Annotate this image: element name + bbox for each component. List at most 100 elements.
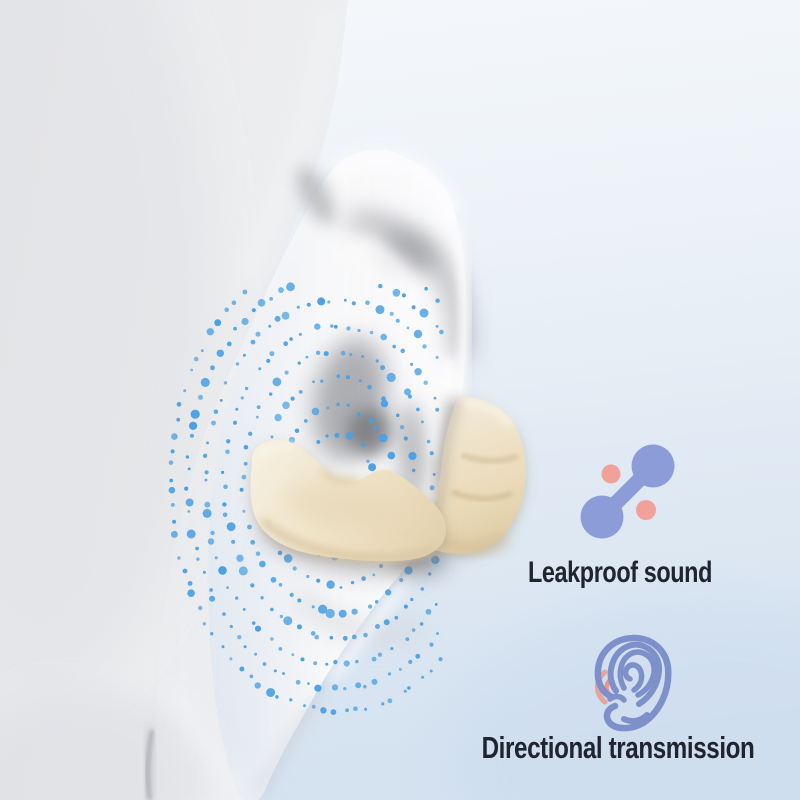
ripple-dot bbox=[289, 337, 293, 341]
ripple-dot bbox=[298, 390, 303, 394]
ripple-dot bbox=[283, 554, 293, 563]
ripple-dot bbox=[357, 328, 361, 333]
ripple-dot bbox=[317, 297, 326, 306]
ripple-dot bbox=[202, 570, 206, 574]
ripple-dot bbox=[311, 605, 315, 609]
ripple-dot bbox=[330, 709, 337, 715]
ripple-dot bbox=[274, 315, 281, 322]
ripple-dot bbox=[195, 546, 200, 551]
ripple-dot bbox=[343, 298, 347, 302]
ripple-dot bbox=[239, 487, 244, 492]
ripple-dot bbox=[254, 625, 262, 632]
ripple-dot bbox=[240, 396, 244, 400]
ripple-dot bbox=[187, 589, 195, 597]
ripple-dot bbox=[403, 689, 407, 693]
ripple-dot bbox=[214, 319, 222, 327]
ripple-dot bbox=[262, 662, 267, 666]
ripple-dot bbox=[204, 470, 209, 475]
ripple-dot bbox=[351, 301, 356, 306]
ripple-dot bbox=[439, 329, 444, 335]
ripple-dot bbox=[410, 362, 414, 366]
ripple-dot bbox=[204, 478, 208, 482]
ripple-dot bbox=[305, 355, 309, 359]
ripple-dot bbox=[404, 388, 411, 396]
ripple-dot bbox=[390, 647, 394, 651]
ripple-dot bbox=[297, 624, 302, 630]
ripple-dot bbox=[254, 682, 261, 689]
ripple-dot bbox=[279, 614, 284, 619]
ripple-dot bbox=[238, 566, 248, 576]
ripple-dot bbox=[368, 604, 373, 609]
ripple-dot bbox=[363, 685, 367, 689]
ripple-dot bbox=[387, 698, 393, 704]
ripple-dot bbox=[381, 396, 386, 402]
ripple-dot bbox=[327, 300, 331, 304]
ripple-dot bbox=[283, 616, 293, 626]
ripple-dot bbox=[223, 484, 228, 490]
ripple-dot bbox=[420, 420, 424, 424]
ripple-dot bbox=[419, 308, 429, 318]
ripple-dot bbox=[289, 592, 294, 598]
ripple-dot bbox=[190, 368, 193, 372]
ripple-dot bbox=[251, 308, 256, 313]
ripple-dot bbox=[346, 326, 351, 331]
ripple-dot bbox=[357, 412, 362, 417]
ripple-dot bbox=[392, 288, 401, 297]
ripple-dot bbox=[314, 323, 321, 330]
ripple-dot bbox=[378, 283, 383, 289]
ripple-dot bbox=[170, 449, 175, 454]
ripple-dot bbox=[375, 624, 380, 629]
ripple-dot bbox=[236, 554, 244, 562]
ripple-dot bbox=[410, 597, 414, 602]
ripple-dot bbox=[310, 631, 316, 636]
dumbbell-icon bbox=[580, 444, 675, 539]
ripple-dot bbox=[196, 557, 200, 561]
ripple-dot bbox=[258, 367, 262, 371]
ripple-dot bbox=[407, 394, 412, 399]
ripple-dot bbox=[345, 375, 350, 380]
ripple-dot bbox=[266, 688, 276, 697]
ripple-dot bbox=[323, 351, 329, 357]
ripple-dot bbox=[231, 539, 236, 544]
ripple-dot bbox=[242, 353, 246, 357]
ripple-dot bbox=[311, 704, 316, 709]
ripple-dot bbox=[189, 421, 198, 430]
ripple-dot bbox=[371, 678, 378, 685]
ripple-dot bbox=[182, 568, 188, 574]
ripple-dot bbox=[218, 566, 227, 575]
ripple-dot bbox=[273, 669, 277, 673]
ripple-dot bbox=[269, 392, 273, 396]
ripple-dot bbox=[429, 485, 435, 491]
ripple-dot bbox=[250, 339, 256, 345]
ripple-dot bbox=[326, 406, 330, 410]
ripple-dot bbox=[306, 302, 311, 307]
ripple-dot bbox=[200, 349, 204, 353]
ripple-dot bbox=[435, 298, 440, 303]
ripple-dot bbox=[225, 449, 230, 455]
ripple-dot bbox=[176, 417, 181, 422]
ripple-dot bbox=[313, 661, 318, 666]
ripple-dot bbox=[314, 634, 320, 640]
ripple-dot bbox=[387, 672, 392, 676]
ripple-dot bbox=[385, 589, 392, 596]
ripple-dot bbox=[306, 574, 310, 579]
ripple-dot bbox=[368, 463, 377, 472]
ripple-dot bbox=[405, 637, 410, 641]
ripple-dot bbox=[380, 365, 386, 371]
ripple-dot bbox=[419, 622, 424, 626]
ripple-dot bbox=[242, 509, 246, 513]
ripple-dot bbox=[414, 368, 422, 376]
ripple-dot bbox=[336, 402, 340, 407]
ripple-dot bbox=[259, 560, 266, 568]
ripple-dot bbox=[366, 459, 370, 463]
ripple-dot bbox=[315, 350, 321, 355]
ripple-dot bbox=[432, 473, 436, 476]
ripple-dot bbox=[389, 311, 394, 316]
feature-label-leakproof: Leakproof sound bbox=[528, 556, 712, 589]
ripple-dot bbox=[176, 401, 182, 407]
ripple-dot bbox=[396, 413, 400, 418]
ripple-dot bbox=[374, 600, 379, 604]
ripple-dot bbox=[260, 596, 264, 600]
ripple-dot bbox=[277, 550, 283, 556]
